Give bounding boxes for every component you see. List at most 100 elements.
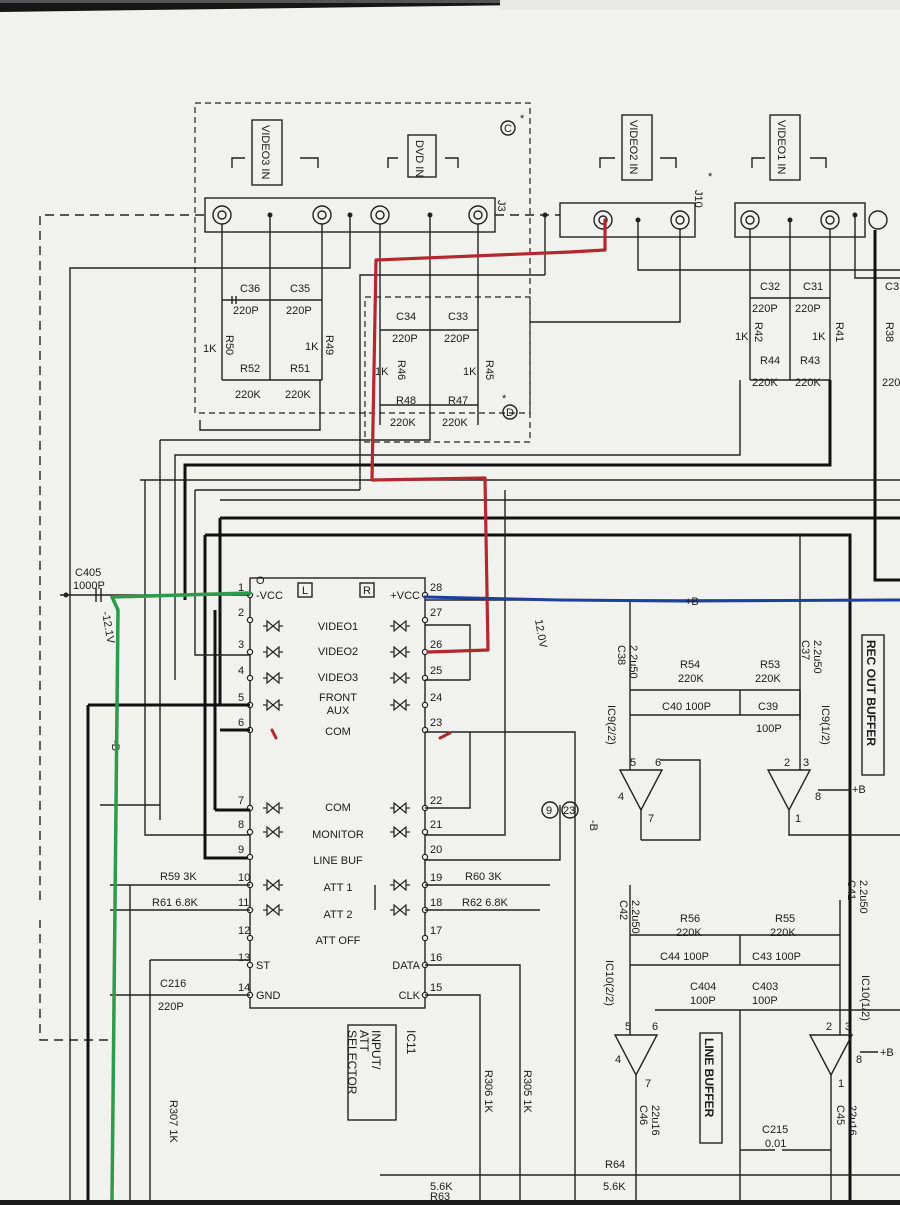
ic11-function-label: ATT 2 — [324, 909, 353, 921]
ic11-right-pin-label: +VCC — [390, 590, 420, 602]
opamp-ic10-b — [808, 1034, 854, 1077]
label-rec-buffer-r54v: 220K — [678, 673, 704, 685]
ic11-left-pin-label: GND — [256, 990, 281, 1002]
analog-switch-symbol — [263, 878, 283, 892]
ic11-left-pin-dot — [246, 828, 254, 836]
label-res-top-r43: R43 — [800, 355, 820, 367]
ic11-left-pin-dot — [246, 674, 254, 682]
label-misc-r307: R307 1K — [167, 1100, 179, 1143]
label-line-buffer-c215: C215 — [762, 1124, 788, 1136]
red-marker-ticks — [270, 728, 452, 740]
label-res-top-r48v: 220K — [390, 417, 416, 429]
label-caps-top-c3x: C3 — [885, 281, 899, 293]
label-rec-buffer-p2: 2 — [784, 757, 790, 769]
label-misc-v-neg: -12.1V — [99, 610, 117, 645]
label-rec-buffer-c37: C37 — [799, 640, 811, 660]
ic11-right-pin-dot — [421, 616, 429, 624]
label-line-buffer-c45: C45 — [834, 1105, 846, 1125]
label-line-buffer-c45v: 22u16 — [846, 1105, 858, 1136]
label-jacks-star: * — [708, 171, 713, 183]
green-marker-trace — [110, 591, 252, 1202]
label-line-buffer-c44: C44 100P — [660, 951, 709, 963]
label-res-top-r42v: 1K — [735, 331, 749, 343]
label-misc-conn9: 9 — [546, 805, 552, 817]
label-rec-buffer-p7: 7 — [648, 813, 654, 825]
label-misc-conn23: 23 — [563, 805, 575, 817]
ic11-left-pin-number: 13 — [238, 952, 250, 964]
label-line-buffer-c403: C403 — [752, 981, 778, 993]
label-line-buffer-c43: C43 100P — [752, 951, 801, 963]
label-misc-r63v: 5.6K — [430, 1181, 453, 1193]
ic11-left-pin-number: 8 — [238, 819, 244, 831]
label-caps-top-c31v: 220P — [795, 303, 821, 315]
opamp-ic9-a — [618, 769, 664, 812]
ic11-function-label: COM — [325, 802, 351, 814]
label-line-buffer-r56: R56 — [680, 913, 700, 925]
label-line-buffer-p5: 5 — [625, 1021, 631, 1033]
label-rec-buffer-p1: 1 — [795, 813, 801, 825]
label-res-top-r45: R45 — [483, 360, 495, 380]
label-line-buffer-plus-b: +B — [880, 1047, 894, 1059]
ic11-function-label: VIDEO1 — [318, 621, 358, 633]
label-line-buffer-c46v: 22u16 — [649, 1105, 661, 1136]
label-res-top-r47v: 220K — [442, 417, 468, 429]
analog-switch-symbol — [263, 825, 283, 839]
line-buffer-title: LINE BUFFER — [702, 1038, 716, 1118]
mark-c: C — [504, 123, 512, 135]
label-rec-buffer-r53: R53 — [760, 659, 780, 671]
ic11-right-pin-number: 16 — [430, 952, 442, 964]
label-caps-top-c31: C31 — [803, 281, 823, 293]
label-line-buffer-c42v: 2.2u50 — [629, 900, 641, 934]
ic11-left-pin-dot — [246, 934, 254, 942]
label-line-buffer-p2: 2 — [826, 1021, 832, 1033]
label-rec-buffer-r54: R54 — [680, 659, 700, 671]
ic11-function-label: FRONT — [319, 692, 357, 704]
label-ic11-title2: ATT — [357, 1030, 371, 1052]
label-res-top-r49: R49 — [323, 335, 335, 355]
label-line-buffer-r56v: 220K — [676, 927, 702, 939]
label-line-buffer-r55: R55 — [775, 913, 795, 925]
ic11-right-pin-number: 17 — [430, 925, 442, 937]
boundary-dash-left — [39, 214, 560, 900]
label-jacks-video3: VIDEO3 IN — [259, 125, 271, 179]
label-res-top-r49v: 1K — [305, 341, 319, 353]
ic11-right-pin-dot — [421, 701, 429, 709]
ic11-right-pin-number: 23 — [430, 717, 442, 729]
label-line-buffer-c41v: 2.2u50 — [857, 880, 869, 914]
label-res-top-r42: R42 — [752, 322, 764, 342]
label-misc-r64: R64 — [605, 1159, 625, 1171]
box-c-outline — [194, 102, 531, 414]
ic11-left-pin-dot — [246, 961, 254, 969]
label-ic11-title3: SELECTOR — [345, 1030, 359, 1095]
label-res-top-r41v: 1K — [812, 331, 826, 343]
label-res-top-r47: R47 — [448, 395, 468, 407]
ic11-left-pin-number: 10 — [238, 872, 250, 884]
label-rec-buffer-c38v: 2.2u50 — [627, 645, 639, 679]
ic11-body — [249, 577, 426, 1009]
star-mark-2: * — [502, 393, 507, 405]
label-line-buffer-c404v: 100P — [690, 995, 716, 1007]
label-res-top-r43v: 220K — [795, 377, 821, 389]
analog-switch-symbol — [263, 903, 283, 917]
label-caps-top-c32: C32 — [760, 281, 780, 293]
label-j3: J3 — [495, 200, 507, 212]
label-jacks-video2: VIDEO2 IN — [627, 120, 639, 174]
label-res-top-r52: R52 — [240, 363, 260, 375]
label-misc-c216: C216 — [160, 978, 186, 990]
analog-switch-symbol — [390, 878, 410, 892]
label-res-top-r51v: 220K — [285, 389, 311, 401]
label-line-buffer-c46: C46 — [637, 1105, 649, 1125]
ic11-left-pin-label: ST — [256, 960, 270, 972]
analog-switch-symbol — [263, 801, 283, 815]
analog-switch-symbol — [263, 619, 283, 633]
label-rec-buffer-p8: 8 — [815, 791, 821, 803]
ic11-left-pin-dot — [246, 648, 254, 656]
label-res-top-r45v: 1K — [463, 366, 477, 378]
label-misc-r60: R60 3K — [465, 871, 502, 883]
label-caps-top-c32v: 220P — [752, 303, 778, 315]
label-line-buffer-ic10b: IC10(1/2) — [859, 975, 871, 1021]
label-res-top-r44: R44 — [760, 355, 780, 367]
ic11-right-pin-number: 18 — [430, 897, 442, 909]
label-misc-r64v: 5.6K — [603, 1181, 626, 1193]
